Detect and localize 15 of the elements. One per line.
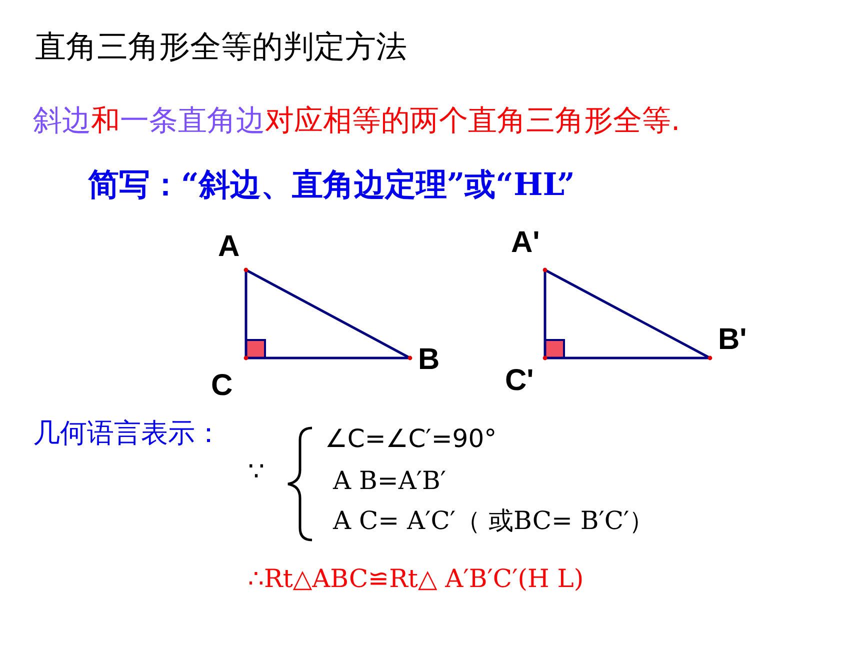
theorem-statement: 斜边和一条直角边对应相等的两个直角三角形全等. bbox=[33, 104, 680, 138]
abbreviation-note: 简写：“斜边、直角边定理”或“HL” bbox=[88, 168, 575, 204]
vertex-label: B' bbox=[718, 323, 747, 358]
vertex-label: A bbox=[218, 230, 240, 264]
vertex-label: B bbox=[418, 343, 440, 378]
vertex-label: C bbox=[211, 369, 233, 404]
slide-title: 直角三角形全等的判定方法 bbox=[35, 30, 407, 66]
vertex-label: A' bbox=[511, 226, 540, 260]
proof-condition: A B=A′B′ bbox=[333, 467, 446, 496]
proof-condition: A C= A′C′（ 或BC= B′C′） bbox=[333, 507, 654, 536]
proof-heading: 几何语言表示： bbox=[33, 418, 222, 450]
proof-condition: ∠C=∠C′=90° bbox=[325, 425, 497, 454]
vertex-label: C' bbox=[505, 364, 534, 398]
because-symbol: ∵ bbox=[248, 458, 265, 488]
proof-conclusion: ∴Rt△ABC≌Rt△ A′B′C′(H L) bbox=[248, 565, 584, 594]
